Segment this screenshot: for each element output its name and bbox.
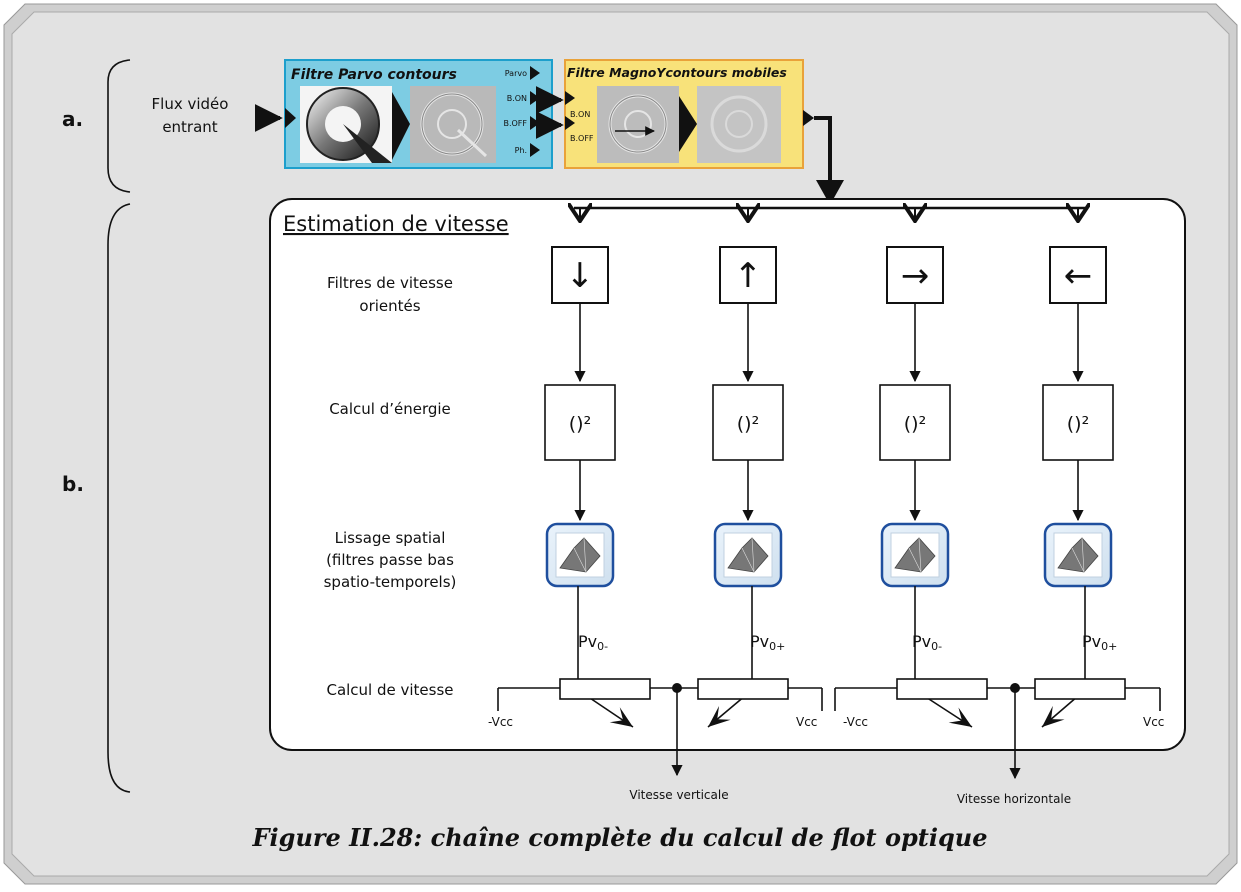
velocity-column-4: ← ()² Pv0+	[1041, 208, 1117, 728]
orientation-filter-box	[551, 246, 609, 304]
resistor-1	[559, 678, 651, 700]
wiper-arrowhead	[609, 707, 633, 727]
output-vertical: Vitesse verticale	[629, 788, 728, 802]
resistor-2	[697, 678, 789, 700]
left-pos-vcc: Vcc	[796, 715, 817, 729]
parvo-port-boff: B.OFF	[503, 119, 527, 128]
row-label-smoothing-2: (filtres passe bas	[326, 551, 454, 569]
magno-filter-box: Filtre MagnoYcontours mobiles B.ON B.OFF	[564, 59, 814, 169]
pv-label: Pv0-	[912, 632, 942, 653]
row-label-filters-2: orientés	[359, 297, 420, 315]
arrow-left-icon: ←	[1064, 256, 1093, 296]
energy-label: ()²	[1067, 413, 1089, 435]
wiper-arrowhead	[1042, 705, 1065, 727]
wiper-arrowhead	[708, 705, 731, 727]
brace-a	[107, 59, 131, 193]
parvo-port-ph: Ph.	[515, 146, 527, 155]
resistor-4	[1034, 678, 1126, 700]
smoothing-filter-icon	[880, 522, 950, 588]
right-pos-vcc: Vcc	[1143, 715, 1164, 729]
parvo-port-bon: B.ON	[507, 94, 527, 103]
energy-label: ()²	[569, 413, 591, 435]
energy-label: ()²	[737, 413, 759, 435]
resistor-3	[896, 678, 988, 700]
smoothing-filter-icon	[1043, 522, 1113, 588]
input-label-line2: entrant	[162, 118, 217, 136]
arrow-up-icon: ↑	[734, 256, 763, 296]
energy-box	[544, 384, 616, 461]
wiper-arrowhead	[948, 707, 972, 727]
parvo-title: Filtre Parvo contours	[291, 67, 457, 83]
velocity-column-3: → ()² Pv0-	[879, 208, 973, 728]
row-label-filters-1: Filtres de vitesse	[327, 274, 453, 292]
row-label-energy: Calcul d’énergie	[329, 400, 451, 418]
brace-b	[107, 203, 131, 793]
figure-caption: Figure II.28: chaîne complète du calcul …	[252, 823, 988, 852]
row-label-smoothing-3: spatio-temporels)	[324, 573, 457, 591]
right-neg-vcc: -Vcc	[843, 715, 868, 729]
orientation-filter-box	[886, 246, 944, 304]
speed-circuit: -Vcc Vcc -Vcc Vcc	[488, 678, 1164, 780]
magno-port-boff: B.OFF	[570, 134, 594, 143]
pv-label: Pv0+	[1082, 632, 1117, 653]
arrow-down-icon: ↓	[566, 256, 595, 296]
parvo-port-parvo: Parvo	[505, 69, 527, 78]
magno-title: Filtre MagnoYcontours mobiles	[567, 65, 787, 80]
input-label-line1: Flux vidéo	[152, 95, 229, 113]
row-label-speed: Calcul de vitesse	[326, 681, 453, 699]
magno-output-connector	[814, 116, 832, 185]
velocity-columns: ↓ ()² Pv0- ↑ ()² Pv0+ → ()² Pv0- ← ()² Pv0+	[544, 208, 1117, 728]
pv-label: Pv0-	[578, 632, 608, 653]
energy-box	[879, 384, 951, 461]
output-horizontal: Vitesse horizontale	[957, 792, 1071, 806]
magno-port-bon: B.ON	[570, 110, 590, 119]
velocity-column-2: ↑ ()² Pv0+	[707, 208, 785, 728]
section-label-a: a.	[62, 107, 83, 131]
estimation-title: Estimation de vitesse	[283, 212, 509, 236]
energy-label: ()²	[904, 413, 926, 435]
parvo-filter-box: Filtre Parvo contours Parvo B.ON B.OFF P…	[284, 59, 553, 169]
left-neg-vcc: -Vcc	[488, 715, 513, 729]
smoothing-filter-icon	[545, 522, 615, 588]
energy-box	[712, 384, 784, 461]
energy-box	[1042, 384, 1114, 461]
section-label-b: b.	[62, 472, 84, 496]
arrow-right-icon: →	[901, 256, 930, 296]
row-label-smoothing-1: Lissage spatial	[335, 529, 446, 547]
smoothing-filter-icon	[713, 522, 783, 588]
velocity-column-1: ↓ ()² Pv0-	[544, 208, 634, 728]
estimation-panel	[269, 198, 1186, 751]
pv-label: Pv0+	[750, 632, 785, 653]
